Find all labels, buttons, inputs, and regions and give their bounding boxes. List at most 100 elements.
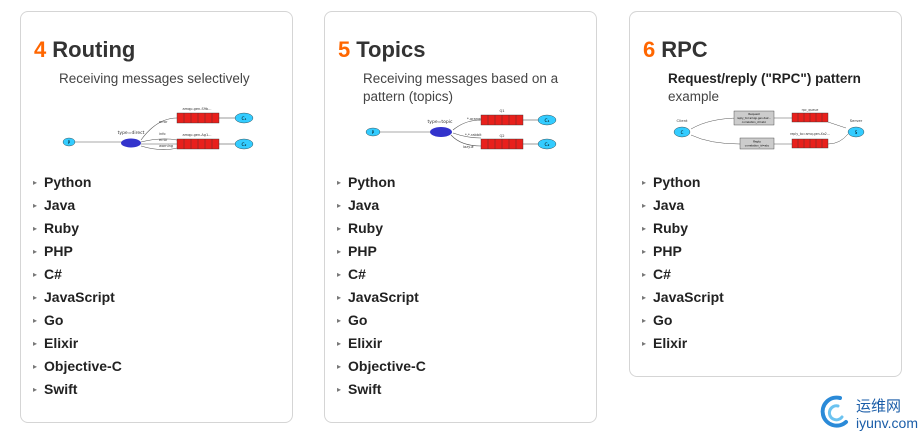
language-list: ▸ Python ▸Java ▸ Ruby ▸ PHP ▸ C# ▸ JavaScript… — [337, 173, 426, 403]
language-link[interactable]: Ruby — [653, 220, 688, 236]
language-link[interactable]: Python — [348, 174, 396, 190]
tutorial-description: Receiving messages selectively — [59, 71, 250, 86]
language-link[interactable]: PHP — [348, 243, 377, 259]
language-link[interactable]: Ruby — [348, 220, 383, 236]
language-link[interactable]: Java — [44, 197, 76, 213]
language-link[interactable]: Go — [44, 312, 64, 328]
server-short-label: S — [855, 130, 858, 135]
queue-label: Q1 — [499, 109, 504, 113]
topics-diagram: P type=topic *.orange.* *.*.rabbit lazy.… — [365, 109, 557, 150]
language-link[interactable]: Elixir — [348, 335, 383, 351]
queue-q1 — [480, 114, 524, 126]
language-item: ▸Go — [642, 311, 724, 334]
rpc-queue-label: rpc_queue — [802, 108, 819, 112]
rpc-diagram: Client C Server S Request reply_to=amqp.… — [673, 108, 865, 150]
language-item: ▸Java — [33, 196, 122, 219]
language-item: ▸PHP — [642, 242, 724, 265]
language-link[interactable]: Objective-C — [348, 358, 426, 374]
tutorial-title: Topics — [356, 37, 426, 62]
request-title: Request — [748, 112, 760, 116]
consumer-label: C₁ — [242, 116, 247, 122]
language-link[interactable]: C# — [653, 266, 671, 282]
language-item: ▸Java — [337, 196, 426, 219]
request-message-box: Request reply_to=amqp.gen-Xa2... correla… — [733, 110, 775, 126]
language-link[interactable]: Ruby — [44, 220, 79, 236]
language-item: ▸Go — [33, 311, 122, 334]
request-correlation: correlation_id=abc — [742, 120, 767, 124]
reply-message-box: Reply correlation_id=abc — [739, 137, 775, 150]
reply-queue — [791, 138, 829, 149]
producer-label: P — [372, 130, 375, 135]
language-link[interactable]: JavaScript — [653, 289, 724, 305]
watermark-logo-icon — [820, 395, 848, 428]
client-node — [673, 126, 691, 138]
queue-label: amqp.gen-S9b... — [183, 107, 212, 111]
language-link[interactable]: Python — [653, 174, 701, 190]
language-item: ▸Elixir — [33, 334, 122, 357]
client-short-label: C — [681, 130, 684, 135]
language-link[interactable]: Go — [348, 312, 368, 328]
chevron-right-icon: ▸ — [337, 178, 342, 187]
language-link[interactable]: Objective-C — [44, 358, 122, 374]
description-bold: Request/reply ("RPC") pattern — [668, 71, 861, 86]
chevron-right-icon: ▸ — [33, 362, 38, 371]
request-reply-to: reply_to=amqp.gen-Xa2... — [737, 116, 771, 120]
chevron-right-icon: ▸ — [642, 270, 647, 279]
chevron-right-icon: ▸ — [33, 178, 38, 187]
binding-label: error — [159, 120, 168, 124]
language-item: ▸ Python — [337, 173, 426, 196]
chevron-right-icon: ▸ — [642, 178, 647, 187]
chevron-right-icon: ▸ — [33, 247, 38, 256]
language-item: ▸ C# — [337, 265, 426, 288]
language-link[interactable]: Swift — [348, 381, 382, 397]
language-link[interactable]: JavaScript — [44, 289, 115, 305]
language-link[interactable]: C# — [348, 266, 366, 282]
language-list: ▸ Python ▸Java ▸ Ruby ▸PHP ▸ C# ▸JavaScript… — [642, 173, 724, 357]
exchange-label: type=direct — [118, 130, 145, 136]
language-link[interactable]: C# — [44, 266, 62, 282]
language-link[interactable]: Swift — [44, 381, 78, 397]
binding-label: *.*.rabbit — [465, 133, 482, 137]
language-item: ▸ PHP — [33, 242, 122, 265]
language-link[interactable]: Java — [348, 197, 380, 213]
language-link[interactable]: Python — [44, 174, 92, 190]
server-node — [847, 126, 865, 138]
consumer-label: C₂ — [545, 142, 550, 148]
consumer-node — [537, 114, 557, 126]
tutorial-title: Routing — [52, 37, 136, 62]
language-link[interactable]: Elixir — [44, 335, 79, 351]
consumer-node — [234, 138, 254, 150]
chevron-right-icon: ▸ — [337, 385, 342, 394]
language-item: ▸ Python — [642, 173, 724, 196]
language-link[interactable]: PHP — [653, 243, 682, 259]
consumer-node — [234, 112, 254, 124]
language-item: ▸JavaScript — [642, 288, 724, 311]
binding-label: error — [159, 138, 168, 142]
language-item: ▸Java — [642, 196, 724, 219]
producer-node — [365, 127, 381, 137]
chevron-right-icon: ▸ — [337, 362, 342, 371]
language-link[interactable]: Elixir — [653, 335, 688, 351]
chevron-right-icon: ▸ — [337, 270, 342, 279]
binding-label: *.orange.* — [467, 117, 486, 121]
producer-label: P — [68, 140, 71, 145]
language-link[interactable]: Java — [653, 197, 685, 213]
chevron-right-icon: ▸ — [33, 224, 38, 233]
exchange-node — [430, 127, 452, 137]
language-link[interactable]: PHP — [44, 243, 73, 259]
language-link[interactable]: Go — [653, 312, 673, 328]
exchange-label: type=topic — [428, 119, 453, 125]
chevron-right-icon: ▸ — [337, 224, 342, 233]
description-rest: example — [668, 89, 720, 104]
queue-1 — [176, 112, 220, 124]
routing-diagram: P type=direct error info error warning a… — [62, 107, 254, 150]
binding-label: lazy.# — [463, 145, 474, 149]
tutorial-description: Request/reply ("RPC") pattern example — [668, 70, 893, 106]
tutorial-number: 6 — [643, 37, 656, 62]
language-link[interactable]: JavaScript — [348, 289, 419, 305]
rpc-queue — [791, 112, 829, 123]
reply-title: Reply — [753, 140, 761, 144]
